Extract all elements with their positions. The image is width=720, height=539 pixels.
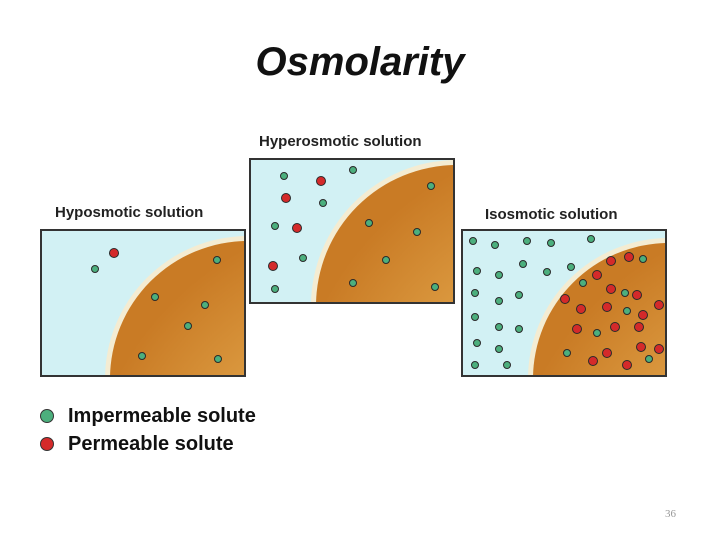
permeable-solute-particle (316, 176, 326, 186)
permeable-solute-particle (572, 324, 582, 334)
impermeable-solute-particle (495, 271, 503, 279)
impermeable-solute-particle (214, 355, 222, 363)
permeable-solute-particle (606, 256, 616, 266)
permeable-solute-particle (602, 302, 612, 312)
impermeable-solute-particle (473, 267, 481, 275)
impermeable-solute-particle (184, 322, 192, 330)
legend-item-permeable: Permeable solute (40, 430, 256, 458)
legend: Impermeable solute Permeable solute (40, 402, 256, 458)
permeable-solute-particle (292, 223, 302, 233)
permeable-solute-particle (268, 261, 278, 271)
impermeable-solute-particle (547, 239, 555, 247)
impermeable-solute-particle (639, 255, 647, 263)
impermeable-solute-particle (151, 293, 159, 301)
impermeable-solute-particle (473, 339, 481, 347)
legend-label-impermeable: Impermeable solute (68, 404, 256, 427)
cell-interior (110, 241, 244, 375)
impermeable-solute-particle (519, 260, 527, 268)
permeable-solute-particle (632, 290, 642, 300)
impermeable-solute-particle (91, 265, 99, 273)
impermeable-solute-particle (471, 313, 479, 321)
impermeable-solute-particle (469, 237, 477, 245)
permeable-solute-particle (588, 356, 598, 366)
impermeable-solute-particle (523, 237, 531, 245)
cell-interior (316, 165, 453, 302)
permeable-solute-particle (281, 193, 291, 203)
permeable-solute-particle (560, 294, 570, 304)
impermeable-solute-particle (271, 285, 279, 293)
impermeable-solute-particle (645, 355, 653, 363)
cell-interior (533, 243, 665, 375)
impermeable-solute-particle (621, 289, 629, 297)
permeable-solute-particle (622, 360, 632, 370)
impermeable-solute-particle (427, 182, 435, 190)
impermeable-solute-particle (495, 297, 503, 305)
impermeable-solute-particle (593, 329, 601, 337)
impermeable-solute-particle (413, 228, 421, 236)
hyperosmotic-label: Hyperosmotic solution (259, 133, 422, 150)
isosmotic-label: Isosmotic solution (485, 206, 618, 223)
impermeable-solute-particle (365, 219, 373, 227)
impermeable-solute-particle (382, 256, 390, 264)
impermeable-solute-particle (567, 263, 575, 271)
hyposmotic-label: Hyposmotic solution (55, 204, 204, 221)
impermeable-solute-particle (201, 301, 209, 309)
legend-label-permeable: Permeable solute (68, 432, 234, 455)
permeable-solute-particle (624, 252, 634, 262)
impermeable-solute-particle (515, 325, 523, 333)
impermeable-solute-particle (280, 172, 288, 180)
impermeable-solute-particle (563, 349, 571, 357)
impermeable-solute-particle (543, 268, 551, 276)
impermeable-solute-particle (491, 241, 499, 249)
impermeable-solute-particle (138, 352, 146, 360)
impermeable-solute-particle (503, 361, 511, 369)
permeable-solute-particle (638, 310, 648, 320)
impermeable-solute-particle (471, 361, 479, 369)
legend-item-impermeable: Impermeable solute (40, 402, 256, 430)
permeable-solute-particle (654, 344, 664, 354)
permeable-solute-particle (602, 348, 612, 358)
impermeable-solute-particle (349, 166, 357, 174)
permeable-solute-particle (606, 284, 616, 294)
impermeable-solute-particle (495, 323, 503, 331)
page-number: 36 (665, 508, 676, 520)
permeable-solute-particle (109, 248, 119, 258)
impermeable-solute-particle (495, 345, 503, 353)
impermeable-solute-particle (271, 222, 279, 230)
impermeable-solute-particle (471, 289, 479, 297)
impermeable-solute-particle (579, 279, 587, 287)
permeable-solute-icon (40, 437, 54, 451)
impermeable-solute-particle (299, 254, 307, 262)
impermeable-solute-particle (431, 283, 439, 291)
permeable-solute-particle (576, 304, 586, 314)
impermeable-solute-particle (349, 279, 357, 287)
permeable-solute-particle (592, 270, 602, 280)
impermeable-solute-particle (213, 256, 221, 264)
impermeable-solute-particle (319, 199, 327, 207)
permeable-solute-particle (610, 322, 620, 332)
hyperosmotic-panel (249, 158, 455, 304)
hyposmotic-panel (40, 229, 246, 377)
slide-title: Osmolarity (255, 40, 465, 84)
permeable-solute-particle (636, 342, 646, 352)
hyperosmotic-diagram (268, 160, 453, 302)
hyposmotic-diagram (91, 236, 244, 375)
impermeable-solute-icon (40, 409, 54, 423)
permeable-solute-particle (634, 322, 644, 332)
isosmotic-diagram (469, 235, 665, 375)
impermeable-solute-particle (515, 291, 523, 299)
impermeable-solute-particle (587, 235, 595, 243)
impermeable-solute-particle (623, 307, 631, 315)
isosmotic-panel (461, 229, 667, 377)
permeable-solute-particle (654, 300, 664, 310)
